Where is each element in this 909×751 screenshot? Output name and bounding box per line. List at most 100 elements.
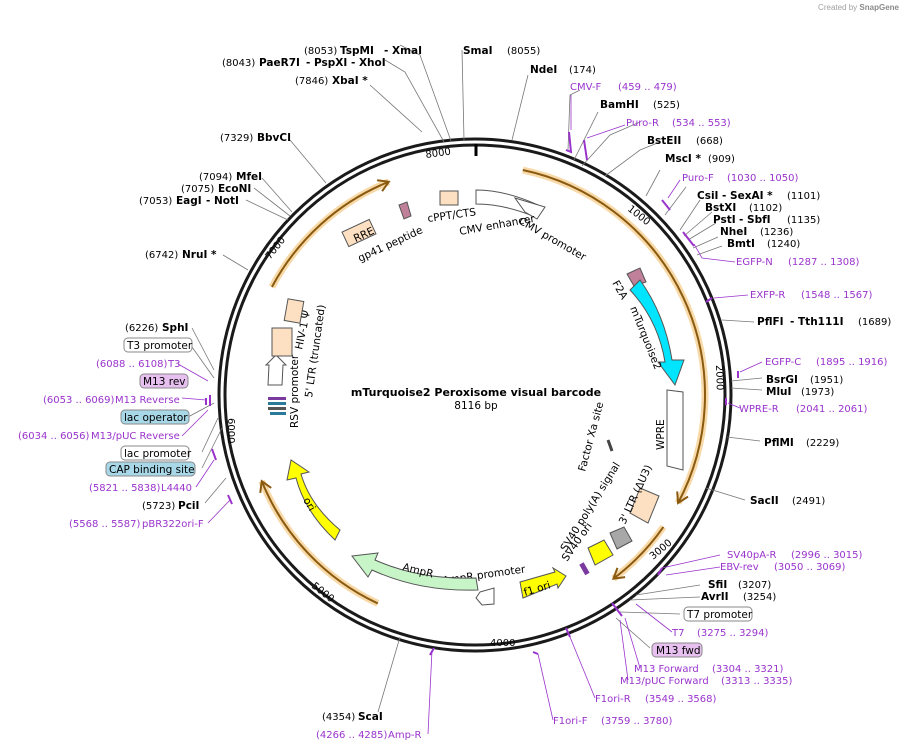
site-psti[interactable]: PstI — [713, 214, 736, 226]
site-sfii[interactable]: SfiI — [708, 579, 727, 591]
ori-feature[interactable] — [286, 459, 341, 541]
site-sphi[interactable]: SphI — [162, 322, 188, 334]
cap-binding-site-box[interactable] — [105, 461, 196, 477]
site-msci[interactable]: MscI * — [665, 153, 701, 165]
site-sacii[interactable]: SacII — [750, 495, 779, 507]
site-nhei[interactable]: NheI — [720, 226, 747, 238]
f2a-label: F2A — [609, 279, 630, 303]
m13-rev-stripe — [268, 397, 286, 400]
enzyme-labels-left: (8053) TspMI - XmaI (8043) PaeR7I - PspX… — [125, 45, 422, 723]
primer-cmv-f[interactable]: CMV-F — [570, 82, 601, 93]
primer-m13-puc-forward[interactable]: M13/pUC Forward — [620, 676, 709, 687]
primer-f1ori-f[interactable]: F1ori-F — [553, 716, 588, 727]
svg-text:- SbfI: - SbfI — [739, 214, 771, 226]
cmv-promoter-arrow[interactable] — [513, 197, 546, 220]
f1-ori-feature[interactable] — [519, 566, 567, 599]
ltr3-feature[interactable] — [629, 487, 660, 524]
site-nrui[interactable]: NruI * — [182, 249, 217, 261]
svg-text:(2041 .. 2061): (2041 .. 2061) — [796, 404, 868, 415]
primer-leaders — [177, 95, 763, 735]
site-eagi[interactable]: EagI — [176, 195, 202, 207]
primer-t3[interactable]: T3 — [167, 359, 180, 370]
svg-text:(6226): (6226) — [125, 323, 158, 334]
site-bsteii[interactable]: BstEII — [647, 135, 681, 147]
cppt-feature[interactable] — [439, 190, 459, 206]
factor-xa-feature[interactable] — [606, 439, 614, 452]
primer-egfp-c[interactable]: EGFP-C — [765, 357, 801, 368]
rsv-promoter-feature[interactable] — [264, 354, 288, 386]
rre-feature[interactable] — [341, 218, 377, 248]
primer-egfp-n[interactable]: EGFP-N — [736, 257, 773, 268]
site-bsrgi[interactable]: BsrGI — [766, 374, 798, 386]
primer-sv40pa-r[interactable]: SV40pA-R — [727, 550, 776, 561]
cds-arc-lower-right[interactable] — [612, 526, 665, 580]
svg-text:(8043): (8043) — [222, 58, 255, 69]
primer-m13-forward[interactable]: M13 Forward — [634, 664, 699, 675]
leader-lines — [187, 44, 763, 713]
primer-ebv-rev[interactable]: EBV-rev — [720, 562, 759, 573]
site-bstxi[interactable]: BstXI — [705, 202, 736, 214]
mturquoise2-feature[interactable] — [629, 279, 685, 387]
site-bmti[interactable]: BmtI — [727, 238, 755, 250]
primer-m13-reverse[interactable]: M13 Reverse — [115, 395, 180, 406]
site-econi[interactable]: EcoNI — [218, 183, 251, 195]
primer-labels-left: (6088 .. 6108) T3 (6053 .. 6069) M13 Rev… — [18, 359, 204, 530]
gp41-feature[interactable] — [398, 201, 412, 220]
svg-text:(1951): (1951) — [810, 375, 843, 386]
site-xbai[interactable]: XbaI * — [332, 75, 368, 87]
site-pflfi[interactable]: PflFI — [757, 316, 784, 328]
svg-text:- SexAI *: - SexAI * — [722, 190, 773, 202]
primer-puro-f[interactable]: Puro-F — [682, 173, 714, 184]
svg-text:- Tth111I: - Tth111I — [790, 316, 844, 328]
site-avrii[interactable]: AvrII — [701, 591, 729, 603]
site-paer7i[interactable]: PaeR7I — [259, 57, 300, 69]
hiv-psi-feature[interactable] — [283, 298, 305, 324]
site-smai[interactable]: SmaI — [463, 45, 493, 57]
lac-operator-box[interactable] — [120, 409, 190, 425]
cds-arc-top-left[interactable] — [271, 180, 390, 288]
svg-text:(6034 .. 6056): (6034 .. 6056) — [18, 431, 90, 442]
svg-text:(5568 .. 5587): (5568 .. 5587) — [69, 519, 141, 530]
primer-exfp-r[interactable]: EXFP-R — [750, 290, 785, 301]
site-bbvci[interactable]: BbvCI — [257, 132, 291, 144]
site-mfei[interactable]: MfeI — [236, 171, 262, 183]
ampr-feature[interactable] — [351, 552, 479, 591]
primer-puro-r[interactable]: Puro-R — [626, 118, 659, 129]
tick-6000: 6000 — [225, 418, 236, 443]
t3-promoter-box[interactable] — [123, 337, 193, 353]
cppt-label: cPPT/CTS — [427, 206, 477, 225]
m13-rev-box[interactable] — [139, 373, 189, 389]
primer-l4440[interactable]: L4440 — [161, 483, 192, 494]
sv40-polya-feature[interactable] — [609, 526, 633, 550]
m13-fwd-box[interactable] — [651, 642, 703, 658]
lac-promoter-box[interactable] — [120, 445, 190, 461]
primer-pbr322ori-f[interactable]: pBR322ori-F — [142, 519, 204, 530]
ampr-promoter-feature[interactable] — [475, 587, 495, 606]
site-bamhi[interactable]: BamHI — [600, 99, 639, 111]
cap-stripe — [270, 412, 286, 415]
site-pcii[interactable]: PciI — [178, 500, 199, 512]
primer-t7[interactable]: T7 — [671, 628, 684, 639]
t7-promoter-box[interactable] — [683, 606, 753, 622]
site-scai[interactable]: ScaI — [358, 711, 383, 723]
boxed-labels: T7 promoter M13 fwd T3 promoter M13 rev … — [105, 337, 753, 658]
cds-arc-bottom-left[interactable] — [260, 480, 379, 605]
primer-wpre-r[interactable]: WPRE-R — [739, 404, 779, 415]
sv40-ori-feature[interactable] — [587, 539, 614, 566]
cds-arc-right[interactable] — [522, 169, 706, 504]
primer-amp-r[interactable]: Amp-R — [388, 730, 422, 741]
svg-text:(8053): (8053) — [304, 46, 337, 57]
site-tspmi[interactable]: TspMI — [340, 45, 374, 57]
primer-m13-puc-reverse[interactable]: M13/pUC Reverse — [91, 431, 180, 442]
factor-xa-label: Factor Xa site — [576, 401, 606, 473]
cmv-promoter-label: CMV promoter — [517, 215, 589, 264]
site-csii[interactable]: CsiI — [697, 190, 718, 202]
site-pflmi[interactable]: PflMI — [764, 437, 794, 449]
svg-text:(1548 .. 1567): (1548 .. 1567) — [801, 290, 873, 301]
primer-f1ori-r[interactable]: F1ori-R — [595, 694, 631, 705]
wpre-feature[interactable] — [666, 389, 684, 471]
ltr5-feature[interactable] — [271, 327, 293, 357]
site-mlui[interactable]: MluI — [766, 386, 791, 398]
svg-text:(6742): (6742) — [145, 250, 178, 261]
site-ndei[interactable]: NdeI — [530, 64, 557, 76]
